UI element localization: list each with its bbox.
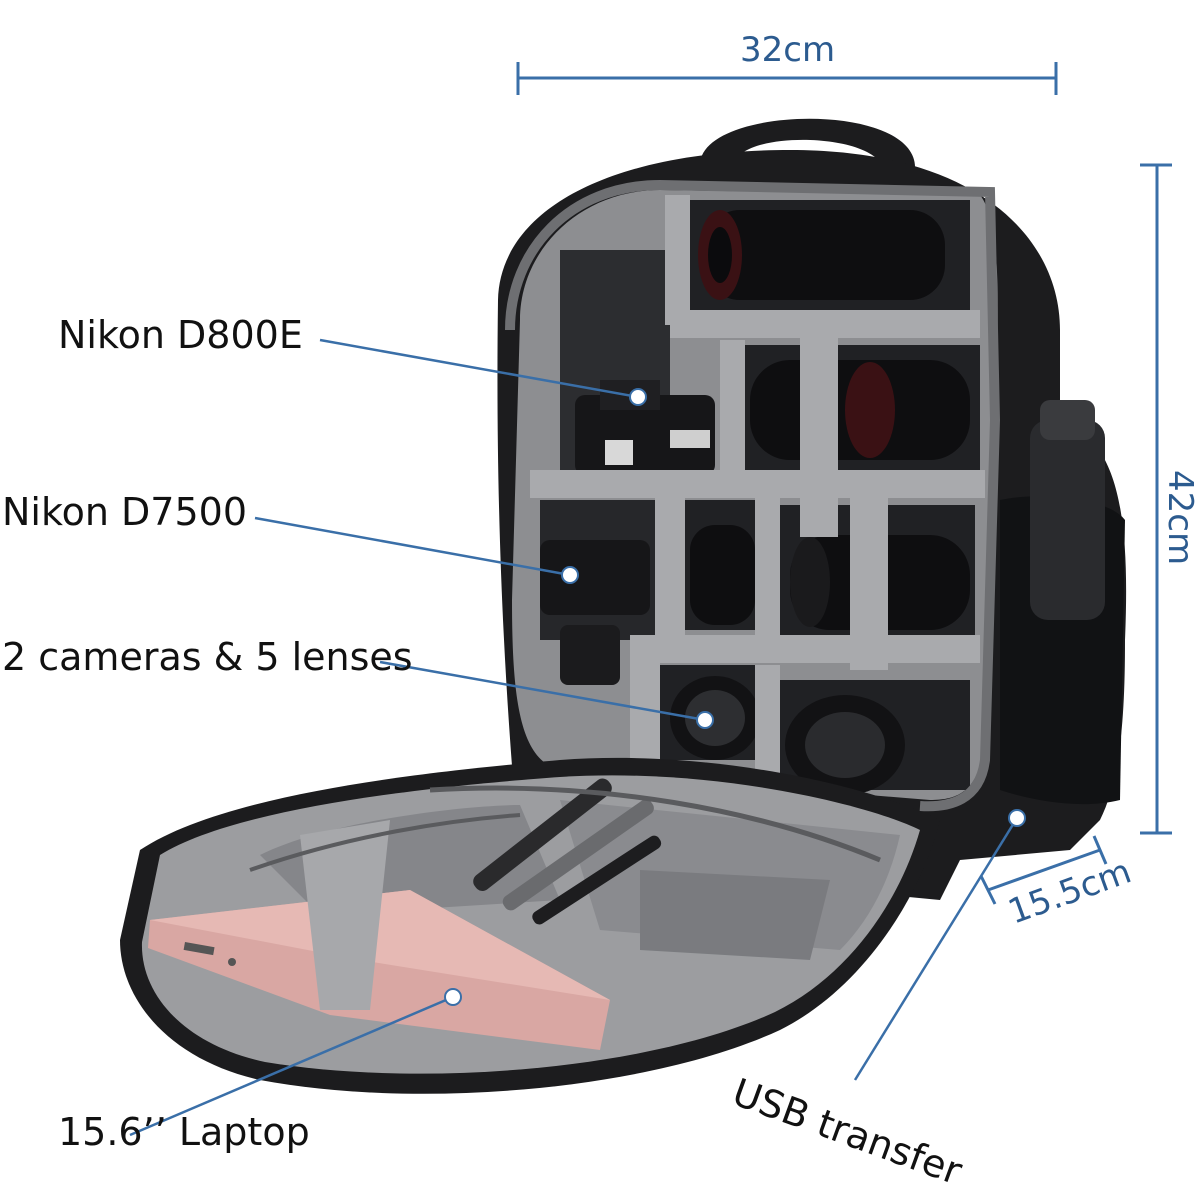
- callout-pointers: [129, 338, 1019, 1137]
- pens: [473, 778, 662, 925]
- camera-d7500: [540, 540, 650, 685]
- depth-dimension-line: [979, 835, 1108, 905]
- callout-nikon-d7500: Nikon D7500: [2, 490, 248, 534]
- callout-nikon-d800e: Nikon D800E: [58, 313, 303, 357]
- height-dimension-line: [1140, 163, 1172, 835]
- callout-dots: [444, 388, 1026, 1006]
- backpack-body: [497, 118, 1127, 900]
- lens-mid: [750, 360, 970, 460]
- lens-top: [698, 210, 945, 300]
- camera-d800e: [575, 380, 715, 475]
- width-label: 32cm: [740, 30, 836, 70]
- callout-laptop: 15.6’’ Laptop: [58, 1110, 310, 1154]
- laptop: [148, 890, 610, 1050]
- front-flap: [120, 757, 940, 1094]
- width-dimension-line: [516, 62, 1058, 95]
- lens-left-center: [690, 525, 755, 625]
- callout-capacity: 2 cameras & 5 lenses: [2, 635, 413, 679]
- height-label: 42cm: [1160, 470, 1200, 566]
